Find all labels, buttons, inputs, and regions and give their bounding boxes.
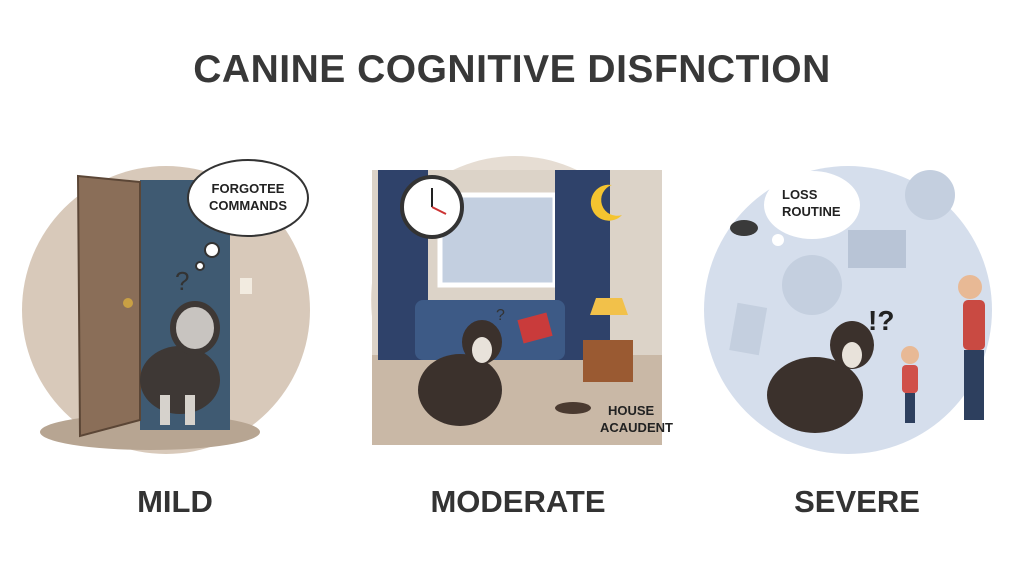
dog-head	[170, 301, 220, 355]
question-mark: ?	[496, 307, 505, 324]
confused-mark: !?	[868, 305, 894, 336]
page-title: CANINE COGNITIVE DISFNCTION	[193, 48, 831, 91]
faded-tv	[848, 230, 906, 268]
adult-person	[963, 300, 985, 350]
annotation-moderate: HOUSE ACAUDENT	[600, 402, 673, 436]
stage-label-severe: SEVERE	[794, 484, 920, 519]
door-knob	[123, 298, 133, 308]
thought-bubbles	[187, 159, 860, 271]
cushion	[517, 312, 553, 344]
dog-body	[418, 354, 502, 426]
dog-body	[767, 357, 863, 433]
nightstand	[583, 340, 633, 382]
bubble-line: LOSS	[782, 187, 818, 202]
open-door	[76, 174, 141, 438]
dog-body	[140, 346, 220, 414]
question-mark: ?	[175, 266, 189, 296]
thought-bubble-severe: LOSS ROUTINE	[782, 186, 862, 220]
annotation-line: ACAUDENT	[600, 420, 673, 435]
thought-bubble-mild: FORGOTEE COMMANDS	[198, 180, 298, 214]
bubble-line: FORGOTEE	[211, 181, 285, 196]
moon-icon	[590, 184, 622, 221]
mild-scene	[22, 166, 310, 454]
light-switch	[240, 278, 252, 294]
stage-label-moderate: MODERATE	[430, 484, 606, 519]
bubble-line: COMMANDS	[209, 198, 287, 213]
bubble-line: ROUTINE	[782, 204, 841, 219]
stage-label-mild: MILD	[137, 484, 213, 519]
lamp	[590, 298, 628, 315]
accident-puddle	[555, 402, 591, 414]
moderate-scene	[371, 156, 662, 445]
small-dog	[730, 220, 758, 236]
annotation-line: HOUSE	[608, 403, 655, 418]
child-person	[902, 365, 918, 393]
